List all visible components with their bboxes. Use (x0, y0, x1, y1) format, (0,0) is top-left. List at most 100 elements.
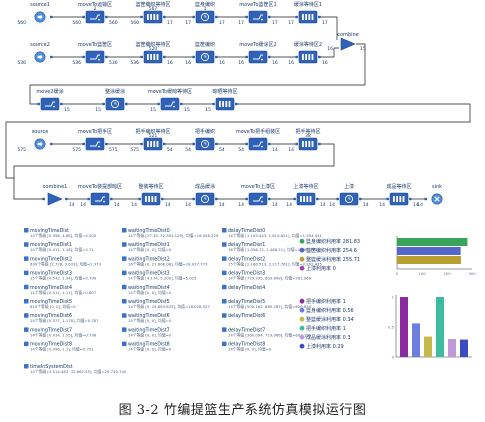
histogram-icon (24, 364, 29, 369)
histogram-icon (122, 341, 127, 347)
block-queue-count: 567 (149, 6, 158, 12)
legend-label: 上漆利用率 0 (306, 265, 336, 272)
legend-item: 整篮缓涂利用率 255.71 (299, 256, 360, 263)
stat-value: 14个等级 [4.174, 5.209], 均值=5.015 (128, 276, 197, 281)
wheel-icon (103, 200, 105, 203)
block-label: 把手等待区 (295, 128, 320, 135)
in-port (245, 55, 248, 59)
move-arrow-icon (253, 14, 263, 20)
in-port (140, 55, 143, 59)
block-in-count: 17 (288, 20, 294, 26)
out-port (163, 15, 166, 19)
block-in-count: 560 (72, 20, 81, 26)
legend-swatch (299, 298, 305, 304)
out-port (359, 197, 362, 201)
queue-slot-icon (303, 196, 305, 202)
stat-item[interactable]: delayTimeDist6 (222, 313, 265, 319)
legend-item: 篮身编织利用率 281.83 (299, 238, 360, 245)
combine-in-count: 16 (327, 46, 333, 52)
bar (397, 247, 461, 255)
histogram-icon (222, 327, 227, 332)
move-arrow-icon (45, 101, 55, 107)
block-label: 成品缓涂 (195, 183, 215, 190)
block-label: 晾晒等待区 (212, 88, 237, 95)
move-block (160, 97, 180, 111)
block-in-count: 15 (95, 107, 101, 113)
queue-slot-icon (308, 141, 311, 147)
legend-label: 成品缓涂利用率 0.3 (306, 334, 351, 341)
block-queue-count: 1 (204, 6, 207, 12)
block-label: moveTo把手组装区 (236, 128, 280, 135)
queue-slot-icon (153, 14, 156, 20)
queue-slot-icon (308, 54, 311, 60)
stat-value: 14个等级 [0, 0], 均值=0 (128, 318, 172, 323)
block-label: 把手编织等待区 (135, 128, 170, 135)
queue-slot-icon (306, 196, 309, 202)
clock-hands-icon (114, 101, 117, 105)
legend-label: 上漆利用率 0.29 (306, 343, 344, 350)
block-in-count: 560 (17, 20, 26, 26)
stat-item[interactable]: delayTimeDist4 (222, 284, 265, 291)
combine-block (47, 192, 63, 206)
in-port (293, 197, 296, 201)
